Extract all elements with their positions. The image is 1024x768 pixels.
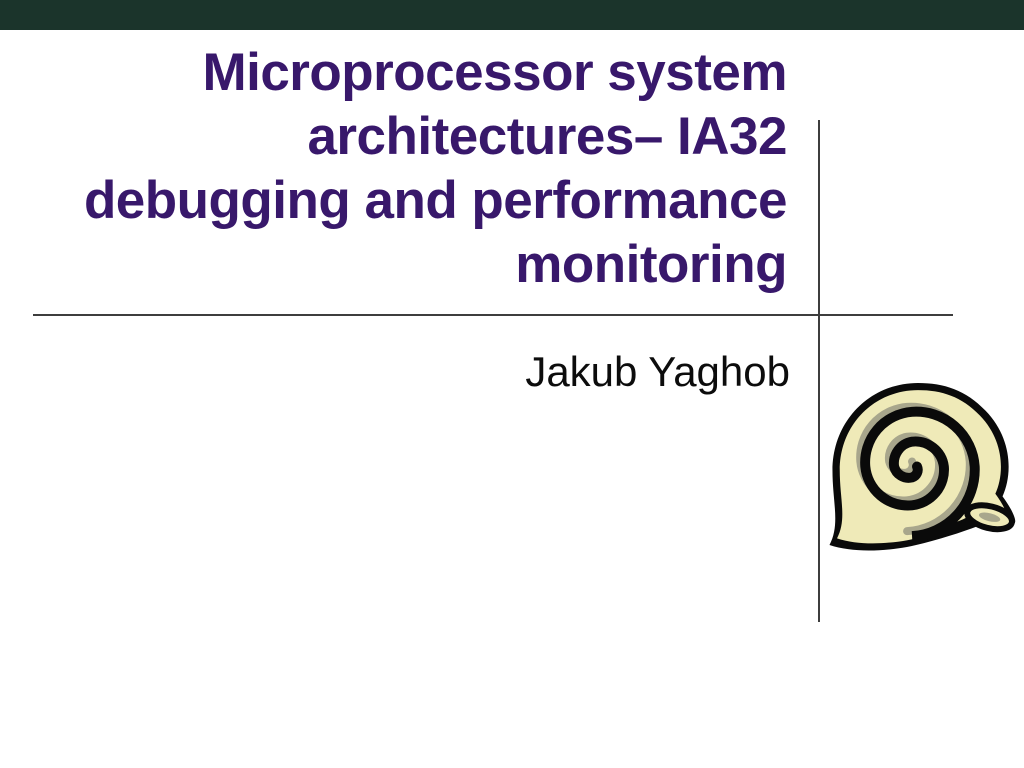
top-accent-bar	[0, 0, 1024, 30]
vertical-divider-line	[818, 120, 820, 622]
slide-title-line-4: monitoring	[515, 235, 787, 294]
horizontal-divider-line	[33, 314, 953, 316]
slide-title-line-2: architectures– IA32	[307, 107, 787, 166]
slide-title: Microprocessor system architectures– IA3…	[40, 41, 788, 297]
shell-spiral	[860, 406, 985, 542]
snail-shell-svg	[829, 382, 1016, 551]
slide-subtitle-author: Jakub Yaghob	[525, 348, 790, 395]
shell-lip	[964, 502, 1015, 533]
slide-title-line-3: debugging and performance	[83, 171, 788, 230]
snail-shell-icon	[820, 377, 1016, 556]
slide-title-line-1: Microprocessor system	[202, 43, 787, 102]
